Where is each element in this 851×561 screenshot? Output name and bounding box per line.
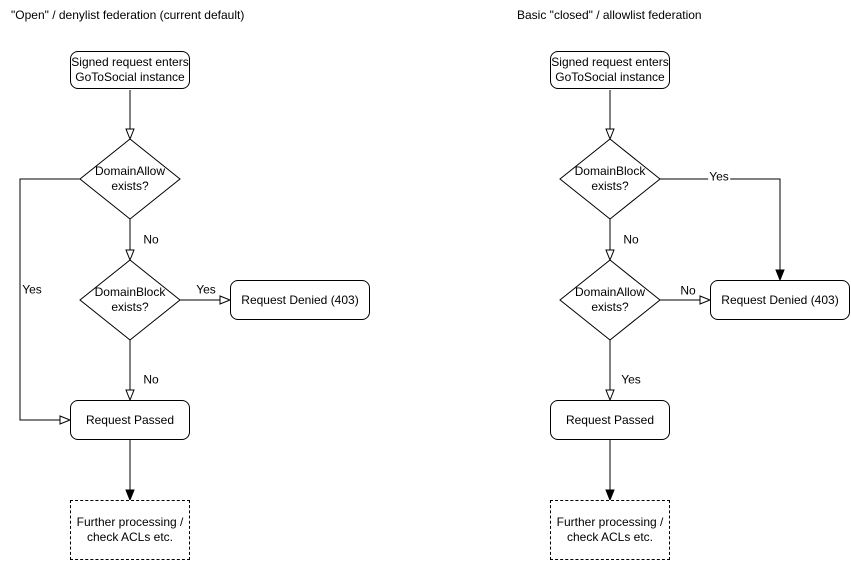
left-passed-node: Request Passed [70,400,190,440]
right-decision1-yes-label: Yes [708,169,730,184]
left-decision2-no-label: No [142,372,160,387]
left-edge-decision1-yes-to-passed [19,178,80,420]
left-decision1-diamond [79,138,181,220]
left-denied-node: Request Denied (403) [230,280,370,320]
right-decision2-diamond [559,259,661,341]
right-denied-node: Request Denied (403) [710,280,850,320]
left-further-processing-node: Further processing / check ACLs etc. [70,500,190,560]
left-decision2-yes-label: Yes [195,282,217,297]
right-further-processing-node: Further processing / check ACLs etc. [550,500,670,560]
left-decision1-yes-label: Yes [21,282,43,297]
right-decision2-yes-label: Yes [620,372,642,387]
left-start-node: Signed request enters GoToSocial instanc… [70,51,190,89]
right-decision1-diamond [559,138,661,220]
right-start-node: Signed request enters GoToSocial instanc… [550,51,670,89]
right-flow-title: Basic "closed" / allowlist federation [517,8,702,22]
left-decision1-no-label: No [142,232,160,247]
right-decision1-no-label: No [622,232,640,247]
right-edge-decision1-yes-to-denied [660,178,780,280]
left-flow-title: "Open" / denylist federation (current de… [11,8,245,22]
right-passed-node: Request Passed [550,400,670,440]
left-decision2-diamond [79,259,181,341]
right-decision2-no-label: No [679,283,697,298]
